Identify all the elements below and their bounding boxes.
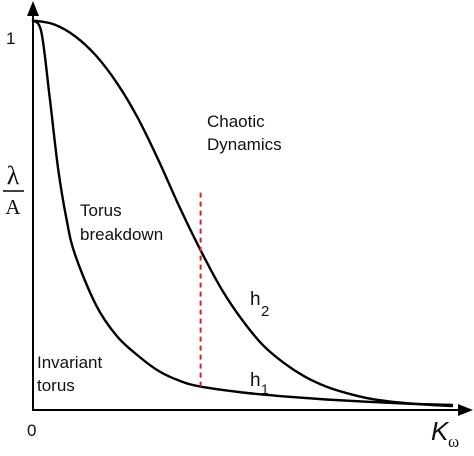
annotation-breakdown-line-2: breakdown bbox=[80, 225, 163, 244]
series-h2-line bbox=[31, 19, 454, 408]
y-label-denominator: A bbox=[5, 195, 21, 219]
x-tick-label: 0 bbox=[27, 421, 36, 440]
annotation-chaotic-line-1: Chaotic bbox=[207, 112, 265, 131]
series-h2-label: h 2 bbox=[250, 289, 269, 320]
y-label-numerator: λ bbox=[7, 161, 20, 190]
annotation-breakdown-line-1: Torus bbox=[80, 201, 122, 220]
x-label-main: K bbox=[431, 416, 450, 446]
series-h2-label-main: h bbox=[250, 289, 261, 310]
series-h1-line bbox=[31, 19, 454, 407]
series-h1-label-sub: 1 bbox=[261, 381, 269, 397]
x-axis-arrow bbox=[458, 404, 473, 416]
annotation-chaotic-line-2: Dynamics bbox=[207, 135, 282, 154]
series-h1-label-main: h bbox=[250, 370, 261, 391]
series-h2-label-sub: 2 bbox=[261, 303, 269, 320]
annotation-invariant-line-2: torus bbox=[37, 376, 75, 395]
y-tick-label: 1 bbox=[6, 29, 15, 48]
series-h1-label: h 1 bbox=[250, 370, 269, 397]
annotation-invariant-line-1: Invariant bbox=[37, 353, 102, 372]
x-label: K ω bbox=[431, 416, 459, 451]
y-axis-arrow bbox=[27, 1, 39, 16]
x-label-subscript: ω bbox=[448, 432, 459, 451]
